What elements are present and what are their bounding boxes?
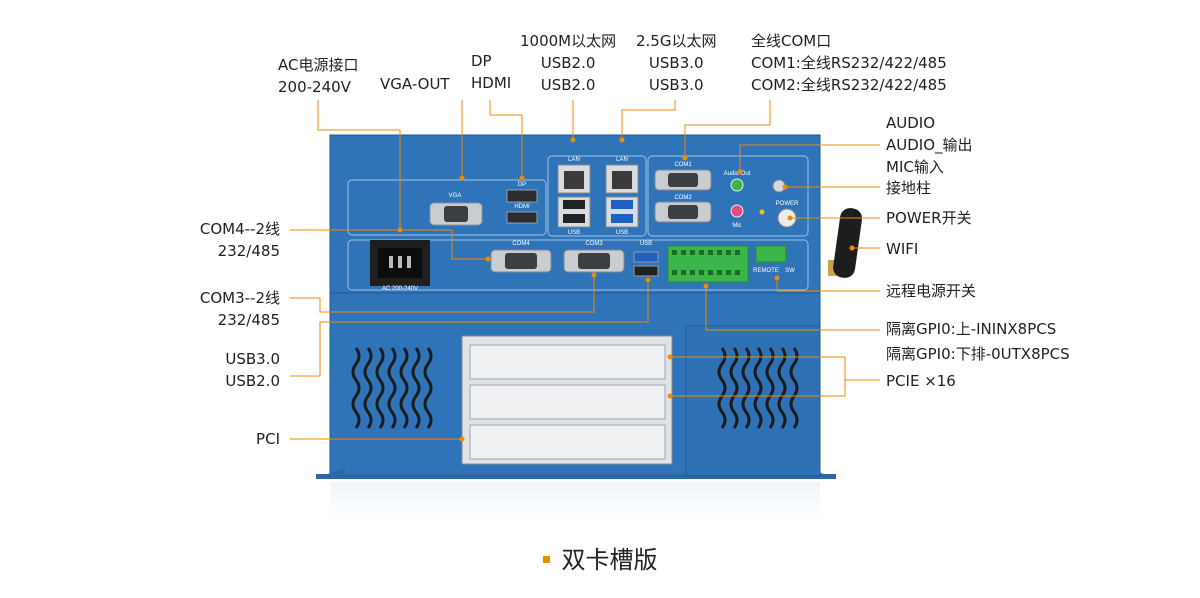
label-com3-line2: 232/485 [217, 311, 280, 329]
silk-usb-1: USB [568, 230, 580, 236]
label-remote: 远程电源开关 [886, 282, 977, 300]
com1-port [654, 169, 712, 191]
leader-dots [397, 137, 855, 442]
label-ac-power-line1: AC电源接口 [278, 56, 359, 74]
silk-remote: REMOTE [753, 268, 779, 274]
silk-usb-3: USB [640, 241, 652, 247]
slot-bracket-3 [469, 424, 666, 460]
lan-zone [547, 155, 647, 237]
slot-bracket-2 [469, 384, 666, 420]
gpio-terminal-block [667, 245, 749, 283]
silk-mic: Mic [732, 223, 741, 229]
label-com4: COM4--2线 232/485 [180, 218, 280, 262]
label-usb-line1: USB3.0 [225, 350, 280, 368]
vga-port [429, 202, 483, 226]
com2-port [654, 201, 712, 223]
label-audio-line1: AUDIO [886, 114, 936, 132]
caption-text: 双卡槽版 [561, 546, 658, 574]
remote-terminal [755, 245, 787, 263]
label-lan2: 2.5G以太网 USB3.0 USB3.0 [636, 30, 716, 96]
label-com4-line1: COM4--2线 [199, 220, 280, 238]
hdmi-port [506, 211, 538, 224]
label-gpio-in: 隔离GPI0:上-ININX8PCS [886, 320, 1057, 338]
label-ac-power-line2: 200-240V [278, 78, 351, 96]
com-zone [647, 155, 809, 237]
left-vent [351, 347, 433, 429]
label-wifi: WIFI [886, 240, 919, 258]
label-vga: VGA-OUT [380, 73, 450, 95]
caption-bullet [542, 555, 550, 563]
floor-reflection [330, 482, 820, 532]
label-audio-line3: MIC输入 [886, 158, 944, 176]
silk-hdmi: HDMI [514, 204, 530, 210]
label-lan2-line1: 2.5G以太网 [636, 32, 717, 50]
silk-com2: COM2 [674, 195, 692, 201]
label-lan1-line3: USB2.0 [540, 76, 596, 94]
label-pcie: PCIE ×16 [886, 372, 956, 390]
label-ac-power: AC电源接口 200-240V [278, 54, 358, 98]
silk-usb-2: USB [616, 230, 628, 236]
base-plate [316, 474, 836, 479]
label-com-line3: COM2:全线RS232/422/485 [751, 76, 947, 94]
label-usb: USB3.0 USB2.0 [180, 348, 280, 392]
label-pci: PCI [256, 430, 280, 448]
usb2-bottom [633, 265, 659, 277]
silk-ac: AC 200-240V [382, 286, 418, 292]
dp-port [506, 189, 538, 203]
silk-power: POWER [776, 201, 799, 207]
silk-com4: COM4 [512, 241, 530, 247]
label-lan2-line2: USB3.0 [648, 54, 704, 72]
lan-usb-stack-2 [605, 164, 639, 228]
silk-lan-1: LAN [568, 157, 580, 163]
com3-port [563, 249, 625, 273]
label-com3-line1: COM3--2线 [199, 289, 280, 307]
label-gpio-out: 隔离GPI0:下排-0UTX8PCS [886, 345, 1070, 363]
leader-lines [290, 100, 880, 440]
silk-sw: SW [785, 268, 795, 274]
silk-com1: COM1 [674, 162, 692, 168]
caption: 双卡槽版 [0, 540, 1200, 575]
label-com: 全线COM口 COM1:全线RS232/422/485 COM2:全线RS232… [751, 30, 947, 96]
silk-dp: DP [518, 182, 526, 188]
silk-vga: VGA [449, 193, 462, 199]
label-hdmi-line: HDMI [471, 74, 512, 92]
com4-port [490, 249, 552, 273]
label-audio-line2: AUDIO_输出 [886, 136, 973, 154]
label-lan1-line1: 1000M以太网 [520, 32, 617, 50]
label-com-line2: COM1:全线RS232/422/485 [751, 54, 947, 72]
label-vga-line1: VGA-OUT [380, 75, 450, 93]
label-power: POWER开关 [886, 209, 972, 227]
bottom-zone [347, 239, 809, 291]
label-usb-line2: USB2.0 [225, 372, 280, 390]
label-lan1-line2: USB2.0 [540, 54, 596, 72]
usb3-bottom [633, 251, 659, 263]
label-com3: COM3--2线 232/485 [180, 287, 280, 331]
label-ground: 接地柱 [886, 179, 932, 197]
label-lan1: 1000M以太网 USB2.0 USB2.0 [520, 30, 616, 96]
label-lan2-line3: USB3.0 [648, 76, 704, 94]
label-audio: AUDIO AUDIO_输出 MIC输入 [886, 112, 973, 178]
label-dp-hdmi: DP HDMI [471, 50, 511, 94]
video-zone [347, 179, 547, 236]
silk-audio-out: Audio Out [724, 171, 751, 177]
right-vent [717, 347, 799, 429]
label-com-line1: 全线COM口 [751, 32, 832, 50]
label-com4-line2: 232/485 [217, 242, 280, 260]
lan-usb-stack-1 [557, 164, 591, 228]
mic-jack [730, 204, 744, 218]
silk-com3: COM3 [585, 241, 603, 247]
label-dp-line: DP [471, 52, 492, 70]
silk-lan-2: LAN [616, 157, 628, 163]
wifi-antenna [828, 208, 863, 278]
audio-out-jack [730, 178, 744, 192]
right-cover [685, 325, 821, 477]
power-led [759, 209, 765, 215]
ac-inlet [370, 240, 430, 286]
slot-bracket-1 [469, 344, 666, 380]
